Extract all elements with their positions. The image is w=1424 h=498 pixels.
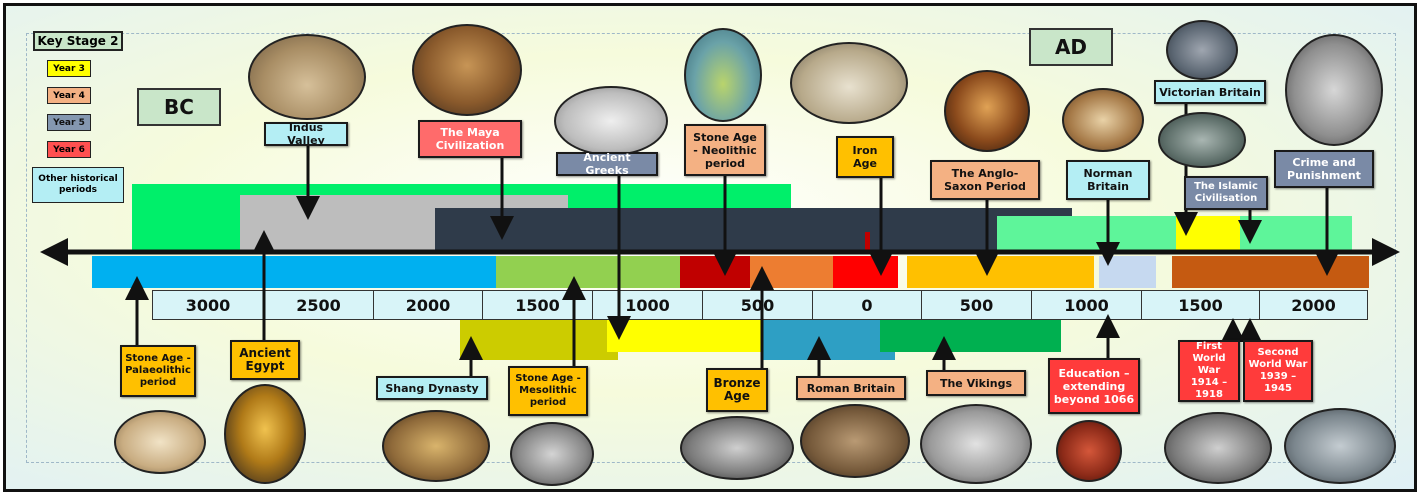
tick-label: 0 [813,291,922,319]
strip-anglo-saxon [907,256,1094,288]
picture-ww2 [1284,408,1396,484]
picture-cave-painting [114,410,206,474]
label-victorian: Victorian Britain [1154,80,1266,104]
era-ad: AD [1029,28,1113,66]
tick-label: 1000 [1032,291,1142,319]
tick-label: 500 [922,291,1032,319]
picture-bayeux [1062,88,1144,152]
band-shang [460,320,618,360]
picture-shang [382,410,490,482]
picture-education [1056,420,1122,482]
arrow-left-head [40,238,68,266]
tick-label: 1500 [483,291,593,319]
picture-mesolithic [510,422,594,486]
era-bc: BC [137,88,221,126]
axis-ruler: 3000 2500 2000 1500 1000 500 0 500 1000 … [152,290,1368,320]
tick-label: 1000 [593,291,703,319]
key-year6: Year 6 [47,141,91,158]
strip-palaeolithic [92,256,496,288]
picture-anglo-saxon-helmet [944,70,1030,152]
tick-label: 2000 [374,291,483,319]
label-palaeolithic: Stone Age - Palaeolithic period [120,345,196,397]
picture-maya-pyramid [412,24,522,116]
picture-neolithic [684,28,762,122]
key-year3: Year 3 [47,60,91,77]
tick-label: 2000 [1291,295,1336,315]
picture-islamic-city [1158,112,1246,168]
picture-bronze-age [680,416,794,480]
picture-vikings [920,404,1032,484]
key-year5: Year 5 [47,114,91,131]
label-shang: Shang Dynasty [376,376,488,400]
label-crime: Crime and Punishment [1274,150,1374,188]
label-norman: Norman Britain [1066,160,1150,200]
label-islamic: The Islamic Civilisation [1184,176,1268,210]
label-neolithic: Stone Age - Neolithic period [684,124,766,176]
picture-tutankhamun [224,384,306,484]
label-ancient-greeks: Ancient Greeks [556,151,658,177]
key-year4: Year 4 [47,87,91,104]
band-dark [435,208,1072,250]
label-ww2: Second World War 1939 – 1945 [1243,340,1313,402]
band-vikings [880,320,1061,352]
picture-crime [1285,34,1383,146]
label-indus-valley: Indus Valley [264,121,348,147]
mark-red [865,232,870,250]
label-roman: Roman Britain [796,376,906,400]
label-mesolithic: Stone Age - Mesolithic period [508,366,588,416]
tick-label: 1500 [1142,291,1260,319]
key-title: Key Stage 2 [33,31,123,51]
picture-victorian [1166,20,1238,80]
picture-iron-age [790,42,908,124]
strip-mesolithic [496,256,680,288]
picture-greek-scene [554,86,668,156]
label-ww1: First World War 1914 – 1918 [1178,340,1240,402]
tick-label: 2500 [264,291,374,319]
arrow-right-head [1372,238,1400,266]
picture-roman [800,404,910,478]
label-ancient-egypt: Ancient Egypt [230,340,300,380]
key-other: Other historical periods [32,167,124,203]
label-vikings: The Vikings [926,370,1026,396]
label-bronze-age: Bronze Age [706,368,768,412]
label-iron-age: Iron Age [836,136,894,178]
band-greeks-yellow [607,320,762,352]
tick-label: 500 [703,291,813,319]
picture-ww1 [1164,412,1272,484]
label-anglo-saxon: The Anglo-Saxon Period [930,160,1040,200]
label-education: Education – extending beyond 1066 [1048,358,1140,414]
label-maya: The Maya Civilization [418,120,522,158]
picture-indus-ruins [248,34,366,120]
